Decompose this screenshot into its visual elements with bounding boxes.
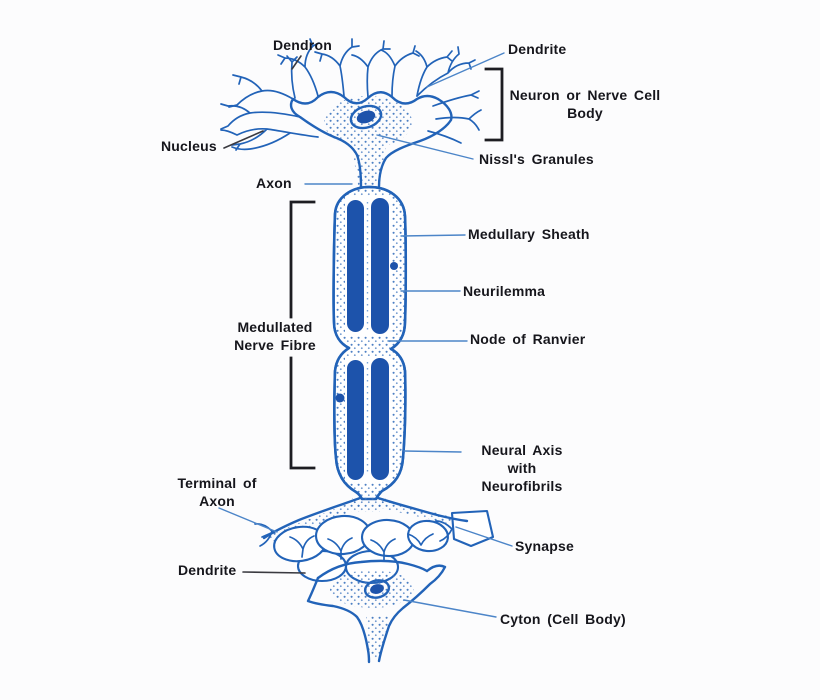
dendrites-top	[277, 38, 453, 99]
neural-axis-bar	[371, 198, 389, 334]
cell-body-right-edge	[377, 97, 453, 189]
label-neuron-cell-body-line2: Body	[567, 105, 603, 121]
leader-dendrite-top	[426, 52, 505, 88]
label-neuron-cell-body-line1: Neuron or Nerve Cell	[509, 87, 661, 103]
leader-dendron	[291, 55, 302, 70]
leader-synapse	[455, 526, 513, 547]
label-neural-axis-line1: Neural Axis with	[481, 442, 563, 476]
label-medullated-line2: Nerve Fibre	[234, 337, 316, 353]
label-dendron: Dendron	[273, 37, 332, 53]
neural-axis-bar	[347, 360, 364, 480]
label-neural-axis: Neural Axis with Neurofibrils	[464, 441, 580, 495]
neural-axis-bar	[347, 200, 364, 332]
leader-terminal-of-axon	[218, 507, 278, 533]
upper-cell-body	[220, 38, 482, 190]
terminal-twigs	[254, 520, 453, 561]
leader-medullary-sheath	[400, 234, 466, 237]
lower-cell-body	[306, 559, 447, 664]
axon-tail-stippling	[366, 616, 390, 658]
label-nucleus: Nucleus	[161, 138, 217, 154]
leader-nucleus	[223, 130, 264, 149]
label-neuron-cell-body: Neuron or Nerve Cell Body	[509, 86, 661, 122]
leader-lines	[218, 52, 513, 618]
label-dendrite-top: Dendrite	[508, 41, 567, 57]
leader-nissls-granules	[376, 134, 474, 160]
neurilemma-nucleus-dot	[390, 262, 398, 270]
label-medullated-nerve-fibre: Medullated Nerve Fibre	[233, 318, 317, 354]
label-neurilemma: Neurilemma	[463, 283, 546, 299]
label-dendrite-bottom: Dendrite	[178, 562, 237, 578]
label-nissls-granules: Nissl's Granules	[479, 151, 594, 167]
label-neural-axis-line2: Neurofibrils	[481, 478, 563, 494]
arborization-stippling	[376, 499, 466, 527]
cyton-left-edge	[306, 576, 371, 664]
bracket-medullated-nerve-fibre	[289, 200, 316, 470]
bracket-neuron-cell-body	[484, 67, 504, 142]
cyton-top-edge	[316, 559, 429, 580]
myelin-sheath-outline	[332, 185, 407, 501]
leader-neural-axis	[403, 450, 462, 453]
leader-dendrite-bottom	[242, 571, 306, 574]
label-medullated-line1: Medullated	[237, 319, 313, 335]
cyton-right-edge	[377, 564, 447, 663]
nucleus-lower	[363, 579, 391, 599]
label-terminal-line1: Terminal of	[177, 475, 257, 491]
medullated-nerve-fibre	[332, 185, 408, 501]
neurilemma-nucleus-dot	[335, 393, 345, 403]
dendrites-right	[416, 46, 482, 144]
arborization-right-edge	[376, 496, 469, 523]
dendrites-left	[220, 74, 319, 151]
label-node-of-ranvier: Node of Ranvier	[470, 331, 586, 347]
label-terminal-line2: Axon	[199, 493, 235, 509]
leader-cyton	[403, 599, 497, 618]
label-terminal-of-axon: Terminal of Axon	[175, 474, 259, 510]
nucleus-upper	[349, 104, 383, 130]
terminal-arborization	[254, 496, 495, 585]
label-medullary-sheath: Medullary Sheath	[468, 226, 590, 242]
cell-body-top-edge	[291, 90, 440, 105]
label-synapse: Synapse	[515, 538, 574, 554]
synaptic-knob	[450, 509, 495, 548]
neural-axis-bar	[371, 358, 389, 480]
label-cyton: Cyton (Cell Body)	[500, 611, 626, 627]
label-axon: Axon	[256, 175, 292, 191]
